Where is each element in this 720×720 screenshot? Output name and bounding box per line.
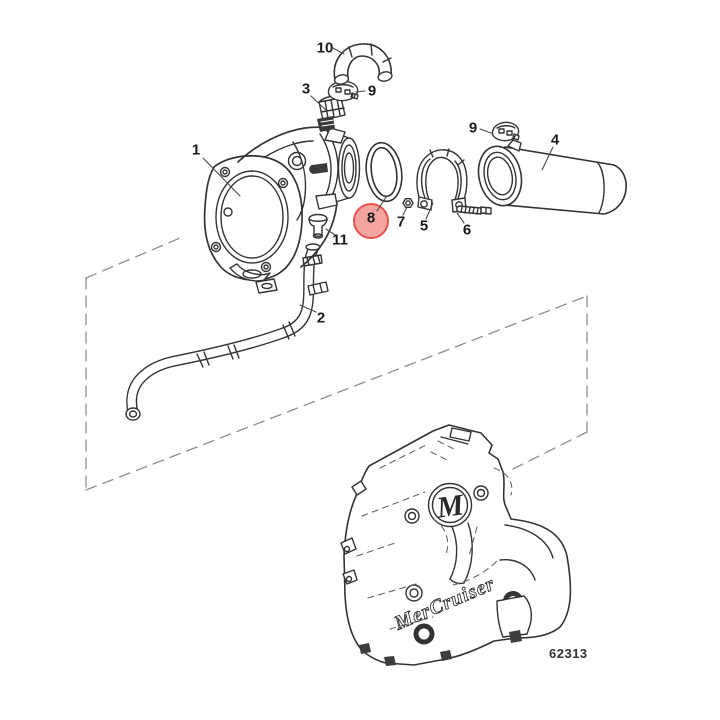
callout-label-6[interactable]: 6 xyxy=(462,221,472,239)
hose-clamp-left-drawing xyxy=(327,80,359,102)
reference-plane-dashed-outline xyxy=(85,237,588,491)
callout-label-8[interactable]: 8 xyxy=(366,209,376,227)
fitting-plug-drawing xyxy=(317,95,346,132)
water-hose-drawing xyxy=(125,243,329,421)
callout-label-5[interactable]: 5 xyxy=(419,217,429,235)
o-ring-seal-drawing xyxy=(365,141,403,203)
callout-label-9-right[interactable]: 9 xyxy=(468,119,478,137)
bolt-drawing xyxy=(456,205,492,215)
callout-label-10[interactable]: 10 xyxy=(316,39,334,57)
exhaust-manifold-drawing: M xyxy=(340,424,572,666)
callout-label-1[interactable]: 1 xyxy=(191,141,201,159)
mercury-logo-letter: M xyxy=(434,488,467,525)
diagram-part-number: 62313 xyxy=(549,646,588,661)
exhaust-tube-drawing xyxy=(477,135,627,215)
hose-clamp-right-drawing xyxy=(491,121,520,142)
callout-label-4[interactable]: 4 xyxy=(550,131,560,149)
nut-drawing xyxy=(402,198,414,208)
callout-label-9-left[interactable]: 9 xyxy=(367,82,377,100)
callout-label-2[interactable]: 2 xyxy=(316,309,326,327)
exhaust-elbow-drawing xyxy=(203,126,361,294)
drain-plug-drawing xyxy=(308,213,328,239)
u-hose-drawing xyxy=(333,43,393,85)
callout-8-leader xyxy=(376,196,387,212)
highlight-circle-part-8[interactable] xyxy=(353,203,389,239)
callout-label-11[interactable]: 11 xyxy=(332,231,348,249)
callout-leader-lines xyxy=(202,47,554,313)
c-clamp-drawing xyxy=(416,148,468,213)
callout-label-7[interactable]: 7 xyxy=(396,213,406,231)
callout-label-3[interactable]: 3 xyxy=(301,80,311,98)
